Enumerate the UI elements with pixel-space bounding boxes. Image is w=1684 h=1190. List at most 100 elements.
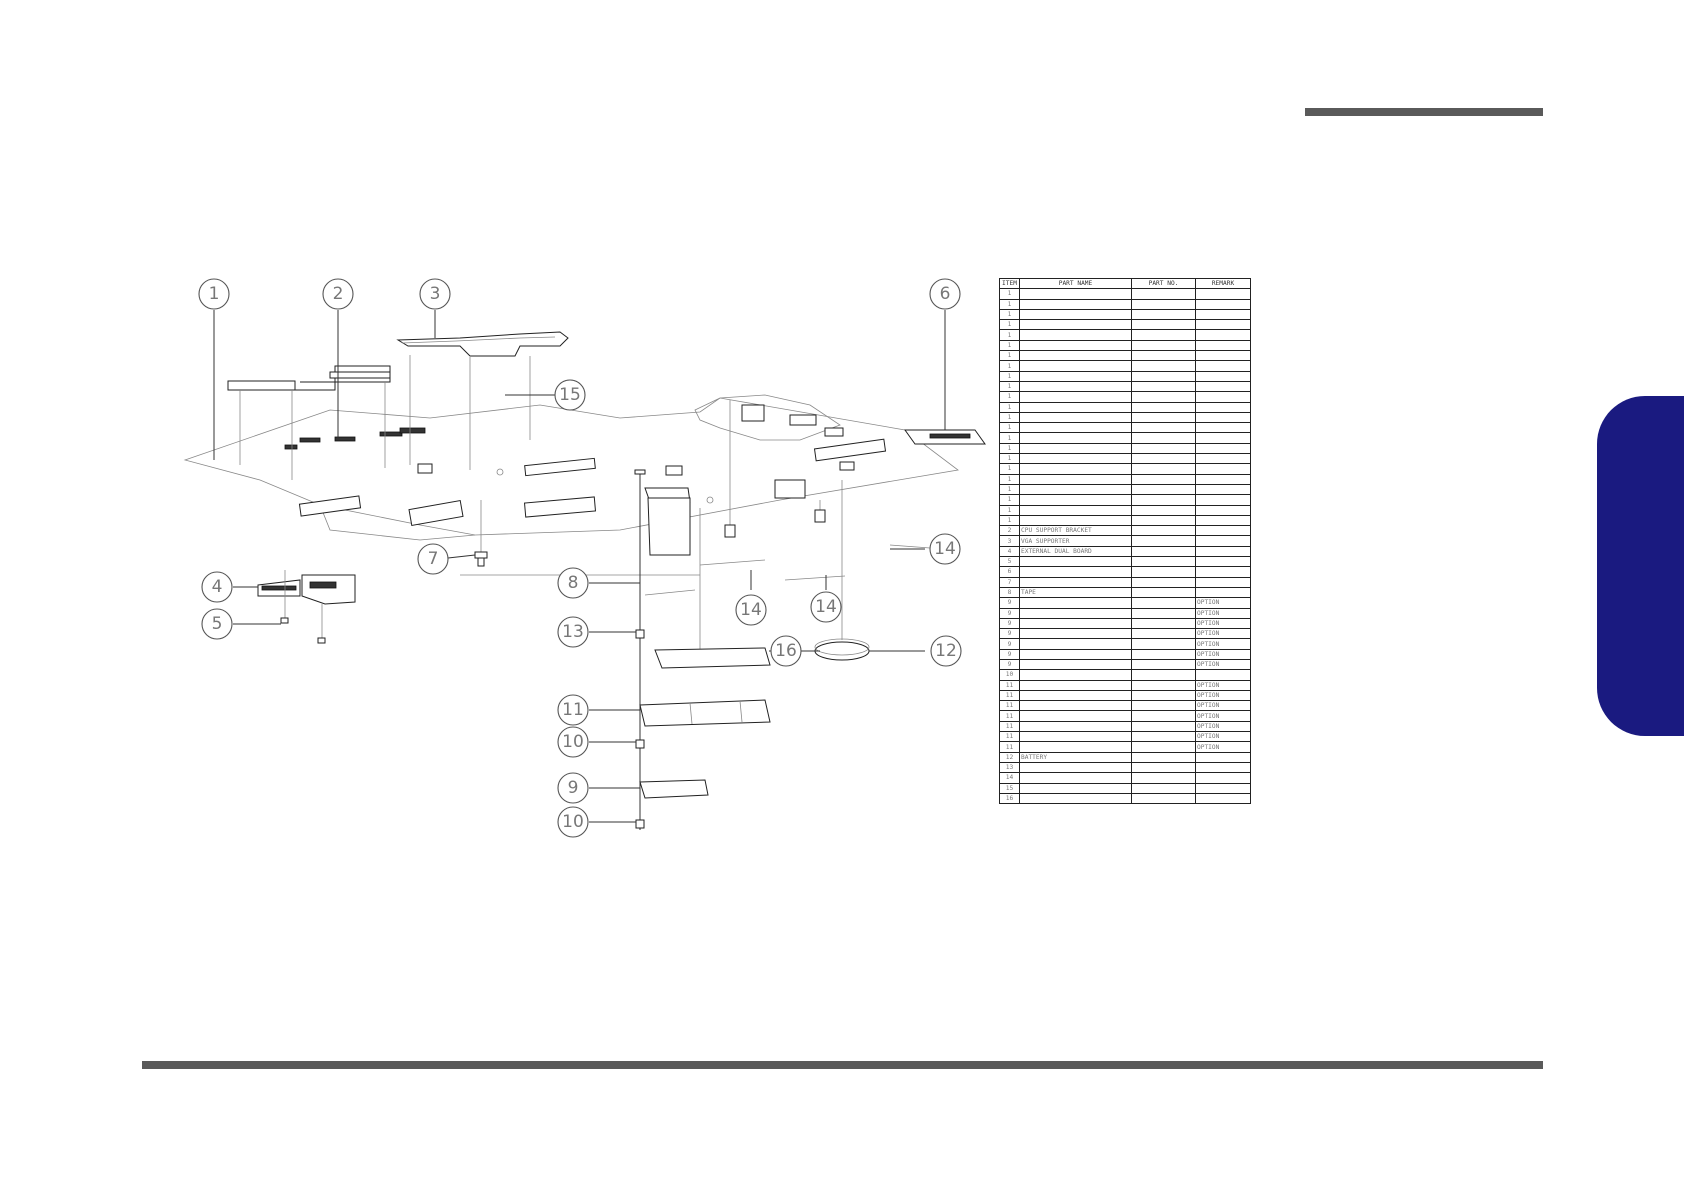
row-remark [1195,432,1251,444]
row-part-no [1131,761,1196,774]
row-remark [1195,772,1251,784]
row-item: 15 [999,782,1020,794]
row-item: 9 [999,648,1020,660]
svg-text:13: 13 [562,622,584,642]
callout-16: 16 [770,635,802,667]
row-part-no [1131,586,1196,599]
callout-15: 15 [554,379,586,411]
row-remark [1195,401,1251,413]
row-remark: OPTION [1195,628,1251,640]
callout-7: 7 [417,543,449,575]
row-item: 9 [999,638,1020,650]
row-part-name [1019,308,1132,321]
row-item: 14 [999,772,1020,784]
row-item: 1 [999,442,1020,455]
svg-text:6: 6 [940,284,951,304]
row-part-no [1131,617,1196,630]
parts-list-row: 10 [999,669,1251,681]
row-part-no [1131,504,1196,516]
row-part-no [1131,453,1196,465]
row-remark [1195,288,1251,300]
row-remark: OPTION [1195,679,1251,691]
row-remark [1195,761,1251,774]
row-item: 7 [999,576,1020,588]
row-part-name [1019,494,1132,506]
row-part-no [1131,689,1196,702]
callout-4: 4 [201,571,233,603]
row-part-no [1131,545,1196,558]
row-part-no [1131,391,1196,403]
row-item: 1 [999,319,1020,331]
row-part-name [1019,628,1132,640]
row-remark [1195,566,1251,578]
row-part-name [1019,700,1132,712]
svg-text:8: 8 [568,573,579,593]
parts-list-row: 7 [999,576,1251,588]
parts-list-row: 5 [999,556,1251,568]
row-part-no [1131,422,1196,434]
svg-text:1: 1 [209,284,220,304]
row-part-no [1131,514,1196,527]
row-item: 16 [999,792,1020,805]
row-part-no [1131,628,1196,640]
row-part-no [1131,782,1196,794]
svg-text:14: 14 [934,539,956,559]
row-item: 1 [999,350,1020,362]
parts-list-row: 15 [999,782,1251,794]
callout-8: 8 [557,567,589,599]
row-remark: OPTION [1195,617,1251,630]
row-part-name [1019,658,1132,671]
row-part-no [1131,473,1196,485]
row-remark: OPTION [1195,720,1251,733]
parts-list-row: 1 [999,453,1251,465]
parts-list-row: 6 [999,566,1251,578]
row-part-no [1131,442,1196,455]
row-item: 12 [999,751,1020,763]
row-part-no [1131,648,1196,660]
row-part-name [1019,504,1132,516]
row-part-no [1131,731,1196,743]
row-part-name [1019,453,1132,465]
parts-list-header: ITEM PART NAME PART NO. REMARK [999,277,1251,290]
card-module [904,429,986,445]
row-item: 3 [999,535,1020,547]
row-remark [1195,463,1251,475]
row-remark [1195,422,1251,434]
row-remark: OPTION [1195,731,1251,743]
svg-text:14: 14 [740,600,762,620]
mainboard [183,397,959,541]
parts-list-row: 1 [999,308,1251,321]
svg-text:11: 11 [562,700,584,720]
parts-list-row: 1 [999,391,1251,403]
row-part-no [1131,494,1196,506]
parts-list-row: 16 [999,792,1251,805]
row-remark [1195,782,1251,794]
parts-list-row: 1 [999,473,1251,485]
parts-list-row: 1 [999,432,1251,444]
row-remark [1195,669,1251,681]
row-part-name: CPU SUPPORT BRACKET [1019,525,1132,537]
row-part-name [1019,391,1132,403]
row-part-name [1019,298,1132,310]
parts-list-row: 1 [999,360,1251,372]
parts-list-row: 14 [999,772,1251,784]
callout-2: 2 [322,278,354,310]
row-part-name [1019,401,1132,413]
row-remark: OPTION [1195,607,1251,619]
svg-text:2: 2 [333,284,344,304]
row-part-name [1019,380,1132,393]
row-part-name [1019,597,1132,609]
parts-list-row: 1 [999,298,1251,310]
row-remark [1195,535,1251,547]
row-part-name [1019,731,1132,743]
row-item: 11 [999,689,1020,702]
row-part-name: EXTERNAL DUAL BOARD [1019,545,1132,558]
callout-5: 5 [201,608,233,640]
row-part-name [1019,617,1132,630]
row-remark [1195,504,1251,516]
